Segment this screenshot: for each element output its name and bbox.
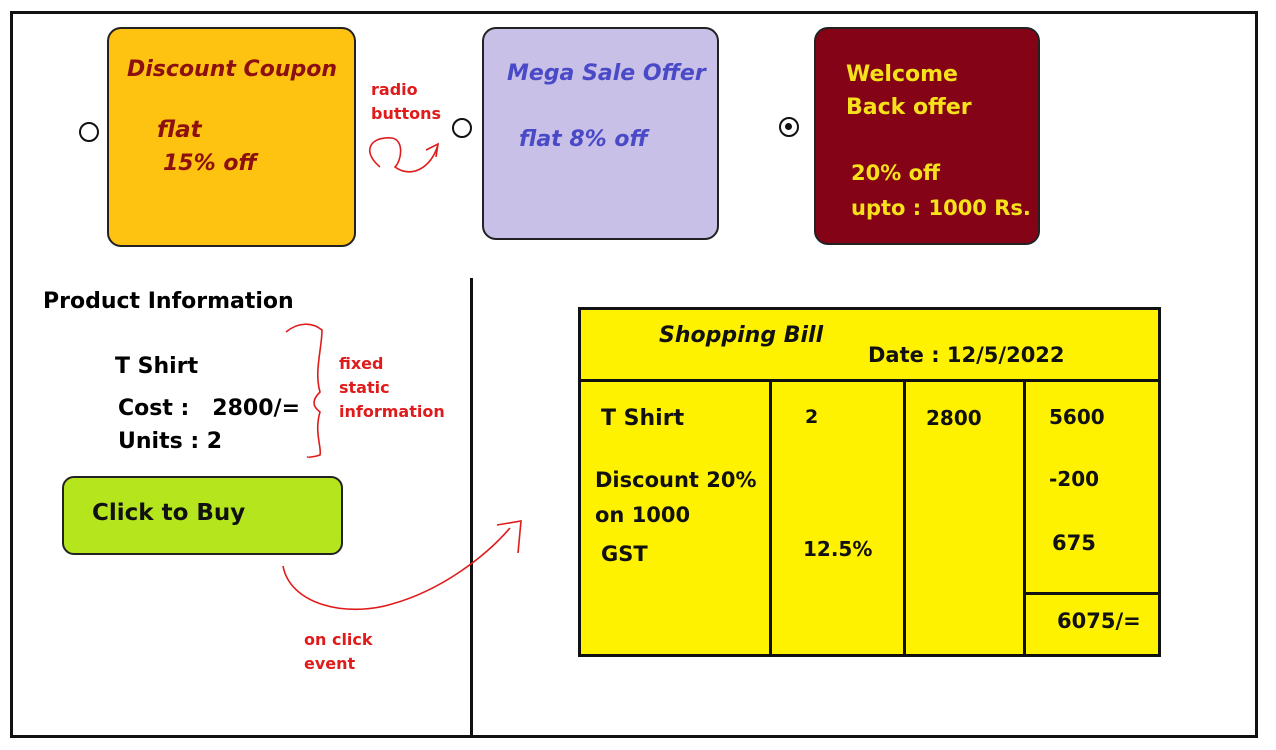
mega-sale-card[interactable]: Mega Sale Offer flat 8% off <box>482 27 719 240</box>
bill-item: T Shirt <box>601 406 685 431</box>
coupon-line2: 15% off <box>163 151 257 176</box>
radio-curved-arrow <box>368 137 439 173</box>
mega-sale-title: Mega Sale Offer <box>507 61 706 86</box>
bill-title: Shopping Bill <box>659 323 824 348</box>
click-arrowhead <box>496 520 522 554</box>
bill-date: Date : 12/5/2022 <box>868 343 1065 367</box>
static-annotation-line3: information <box>339 402 445 421</box>
click-annotation-line2: event <box>304 654 356 673</box>
product-cost: Cost : 2800/= <box>118 396 301 421</box>
radio-arrowhead <box>425 142 440 158</box>
product-info-heading: Product Information <box>43 289 294 314</box>
click-event-annotation: on click event <box>304 628 373 676</box>
radio-annotation-line2: buttons <box>371 104 442 123</box>
bill-discount-amount: -200 <box>1049 467 1100 491</box>
static-annotation-line2: static <box>339 378 390 397</box>
static-annotation-line1: fixed <box>339 354 384 373</box>
bill-gst-amount: 675 <box>1052 531 1096 555</box>
click-annotation-line1: on click <box>304 630 373 649</box>
bill-total: 6075/= <box>1057 609 1141 633</box>
bill-qty: 2 <box>805 406 819 428</box>
welcome-title-line2: Back offer <box>846 95 972 120</box>
welcome-back-card[interactable]: Welcome Back offer 20% off upto : 1000 R… <box>814 27 1040 245</box>
page-frame <box>10 11 1258 738</box>
bill-col-divider-3 <box>1023 379 1026 657</box>
static-info-brace <box>285 323 323 458</box>
coupon-title: Discount Coupon <box>127 57 337 82</box>
bill-discount-line2: on 1000 <box>595 503 691 527</box>
radio-selected-dot <box>785 123 792 130</box>
static-info-annotation: fixed static information <box>339 352 445 424</box>
bill-gst-rate: 12.5% <box>803 537 873 561</box>
mega-sale-line1: flat 8% off <box>519 127 648 152</box>
mega-sale-radio[interactable] <box>452 118 472 138</box>
product-name: T Shirt <box>115 354 199 379</box>
bill-discount-line1: Discount 20% <box>595 468 757 492</box>
coupon-line1: flat <box>157 117 202 143</box>
shopping-bill: Shopping Bill Date : 12/5/2022 T Shirt 2… <box>578 307 1161 657</box>
bill-header-divider <box>581 379 1158 382</box>
click-curved-arrow <box>282 527 511 611</box>
radio-annotation-line1: radio <box>371 80 418 99</box>
bill-amount: 5600 <box>1049 405 1105 429</box>
welcome-title-line1: Welcome <box>846 62 958 87</box>
bill-gst-label: GST <box>601 542 648 566</box>
radio-annotation: radio buttons <box>371 78 441 126</box>
buy-button-label: Click to Buy <box>92 500 246 526</box>
welcome-back-radio[interactable] <box>779 117 799 137</box>
welcome-line1: 20% off <box>851 161 941 185</box>
product-units: Units : 2 <box>118 429 223 454</box>
welcome-line2: upto : 1000 Rs. <box>851 196 1031 220</box>
bill-total-divider <box>1023 592 1161 595</box>
discount-coupon-card[interactable]: Discount Coupon flat 15% off <box>107 27 356 247</box>
coupon-radio[interactable] <box>79 122 99 142</box>
bill-col-divider-1 <box>769 379 772 657</box>
click-to-buy-button[interactable]: Click to Buy <box>62 476 343 555</box>
bill-price: 2800 <box>926 406 982 430</box>
bill-col-divider-2 <box>903 379 906 657</box>
section-divider <box>470 278 473 738</box>
